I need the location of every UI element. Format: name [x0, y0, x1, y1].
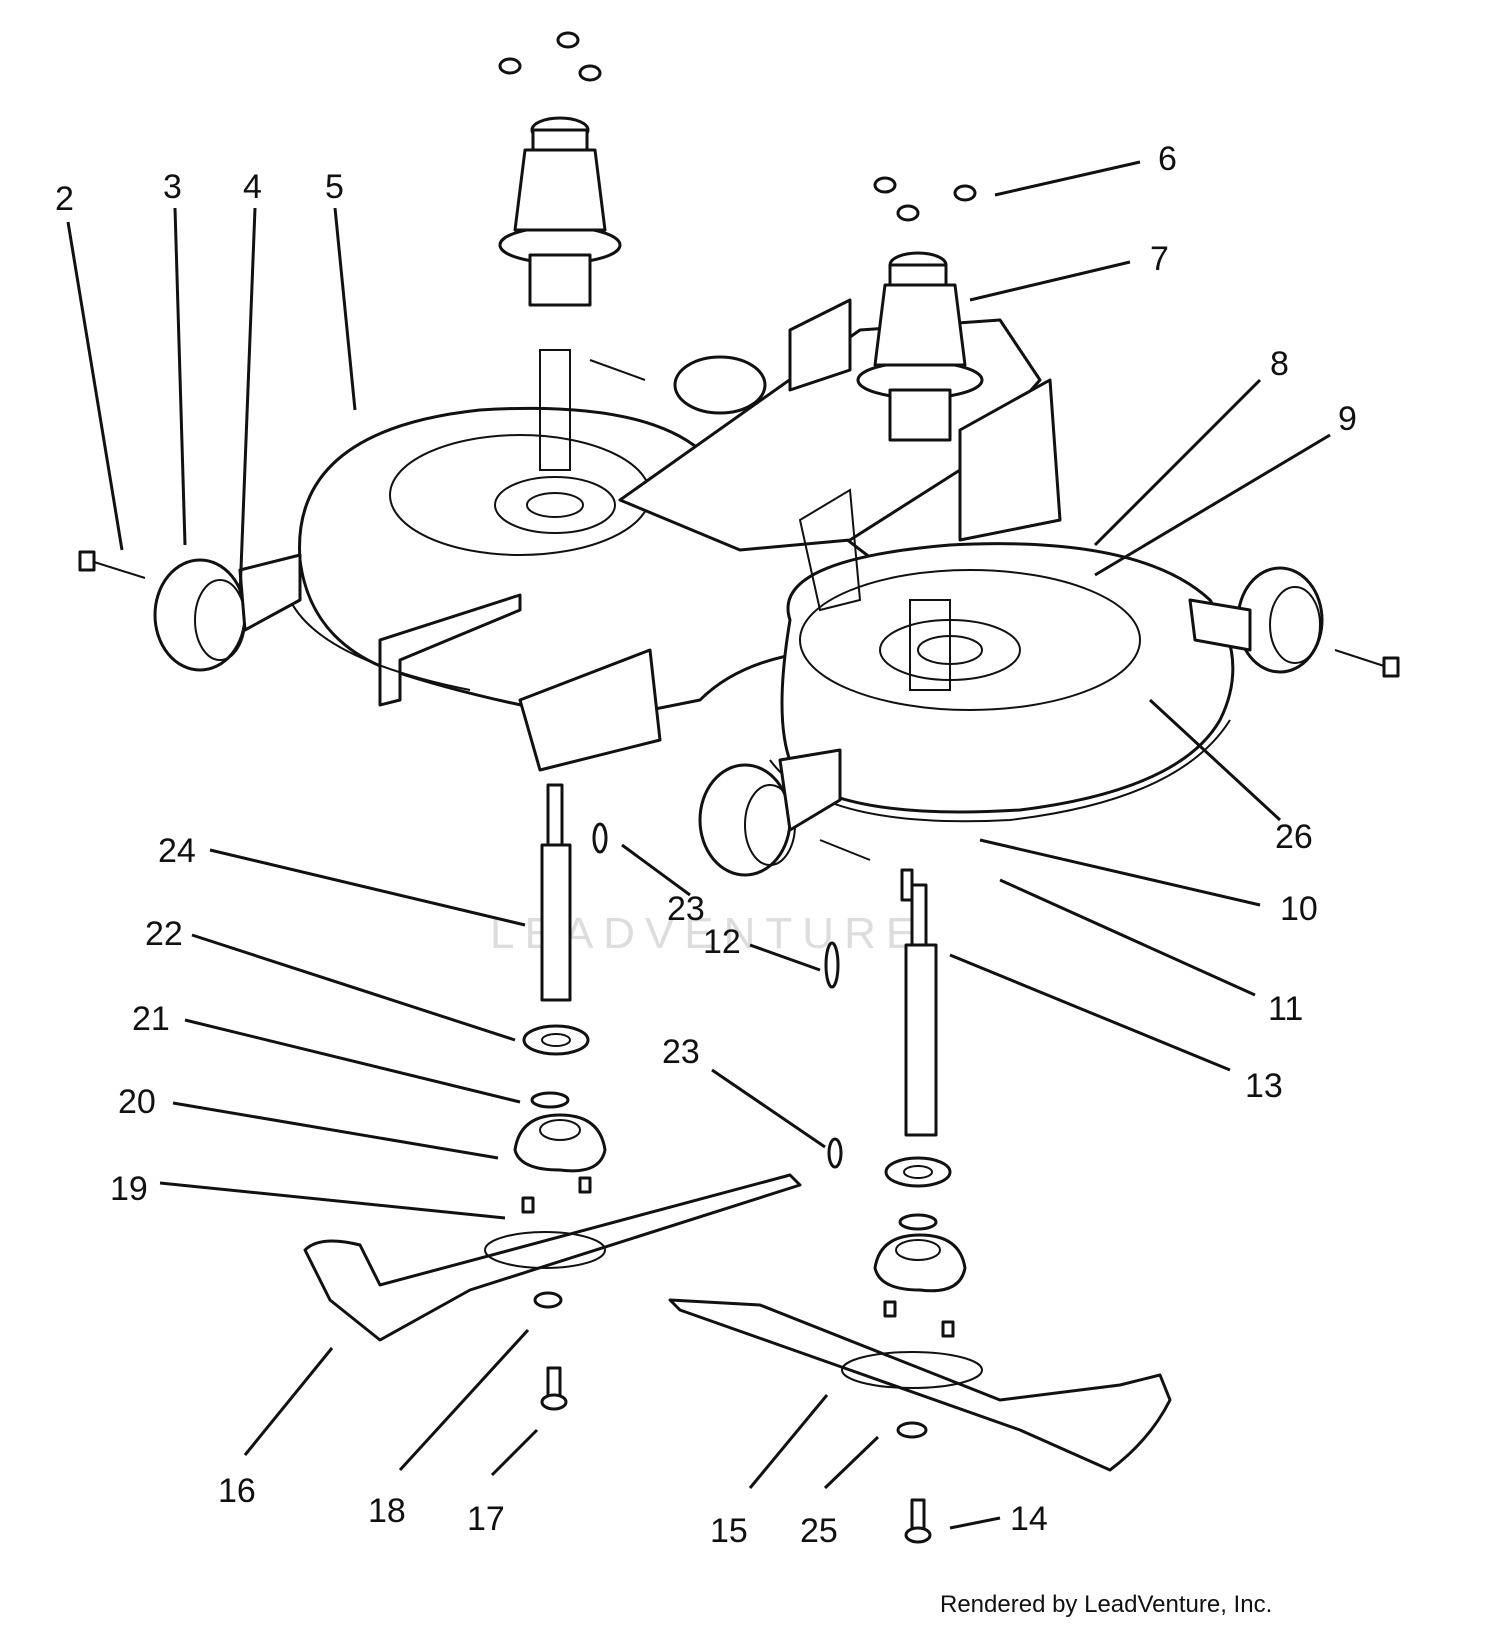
callout-4: 4	[243, 168, 262, 206]
callout-15: 15	[710, 1512, 748, 1550]
callout-10: 10	[1280, 890, 1318, 928]
callout-16: 16	[218, 1472, 256, 1510]
callout-20: 20	[118, 1083, 156, 1121]
callout-2: 2	[55, 180, 74, 218]
callout-22: 22	[145, 915, 183, 953]
callout-25: 25	[800, 1512, 838, 1550]
spindle-shaft-right	[904, 883, 938, 1137]
callout-23b: 23	[662, 1033, 700, 1071]
wheel-bolt-left	[78, 550, 146, 579]
washer-18	[533, 1291, 563, 1309]
callout-8: 8	[1270, 345, 1289, 383]
callout-7: 7	[1150, 240, 1169, 278]
render-credit: Rendered by LeadVenture, Inc.	[940, 1591, 1272, 1618]
callout-12: 12	[703, 923, 741, 961]
blade-left	[303, 1173, 802, 1342]
gauge-wheel-front	[698, 748, 842, 877]
callout-21: 21	[132, 1000, 170, 1038]
retaining-ring-right	[898, 1213, 938, 1231]
spindle-shaft-left	[540, 783, 572, 1002]
callout-19: 19	[110, 1170, 148, 1208]
bolt-right-a	[883, 1300, 897, 1318]
spindle-housing-right	[856, 251, 984, 442]
spacer-left	[522, 1024, 590, 1056]
callout-6: 6	[1158, 140, 1177, 178]
gauge-wheel-left	[153, 553, 302, 672]
spindle-nuts-left	[498, 31, 602, 82]
washer-25	[896, 1421, 928, 1439]
bolt-11	[900, 868, 914, 902]
callout-3: 3	[163, 168, 182, 206]
carriage-bolt-rear	[589, 359, 646, 381]
tail-wheel-rear	[673, 355, 767, 415]
spindle-nuts-right	[873, 176, 977, 222]
callout-9: 9	[1338, 400, 1357, 438]
gauge-wheel-right	[1188, 566, 1324, 674]
bearing-flange-right	[873, 1233, 967, 1293]
callout-26: 26	[1275, 818, 1313, 856]
callout-5: 5	[325, 168, 344, 206]
bolt-right-b	[941, 1320, 955, 1338]
spindle-housing-left	[498, 116, 622, 307]
callout-23a: 23	[667, 890, 705, 928]
bolt-10	[819, 839, 871, 861]
blade-bolt-17	[540, 1366, 568, 1411]
blade-right	[668, 1298, 1172, 1472]
callout-24: 24	[158, 832, 196, 870]
callout-labels: 2 3 4 5 6 7 8 9 10 11 12 13 14 15 16 17 …	[55, 140, 1357, 1550]
wheel-bolt-right	[1334, 649, 1400, 678]
callout-13: 13	[1245, 1067, 1283, 1105]
callout-17: 17	[467, 1500, 505, 1538]
bolt-19b	[578, 1176, 592, 1194]
callout-11: 11	[1268, 990, 1303, 1028]
bearing-flange-left	[513, 1113, 607, 1173]
leader-lines	[66, 160, 1331, 1530]
callout-18: 18	[368, 1492, 406, 1530]
blade-bolt-14	[904, 1498, 932, 1544]
callout-14: 14	[1010, 1500, 1048, 1538]
bolt-19a	[521, 1196, 535, 1214]
retaining-ring-left	[530, 1091, 570, 1109]
spacer-right	[884, 1156, 952, 1188]
key-12	[824, 941, 840, 989]
key-lower	[827, 1137, 843, 1169]
key-upper	[592, 822, 608, 854]
mower-deck	[289, 298, 1235, 823]
